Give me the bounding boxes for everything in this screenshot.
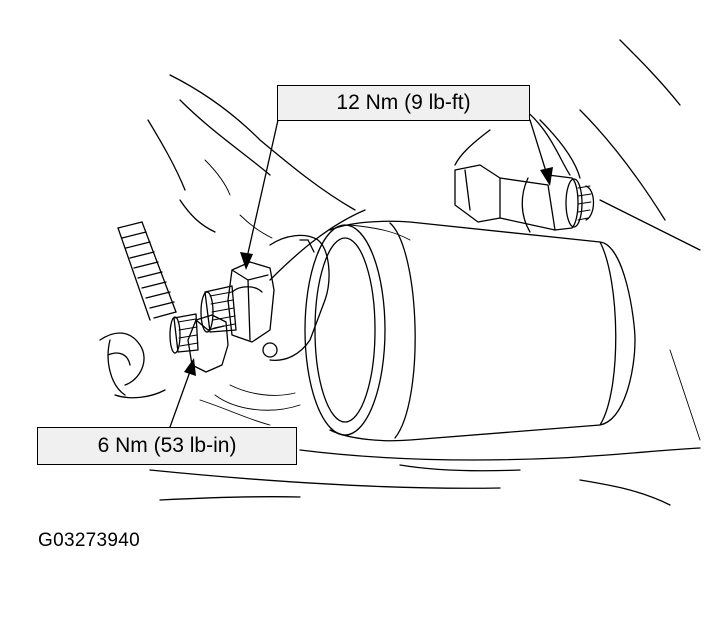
lower-terminal-nut — [169, 313, 229, 373]
arrow-head-connector — [540, 167, 553, 186]
arrow-head-lower-nut — [184, 358, 196, 376]
battery-cable-connector — [454, 164, 595, 233]
callout-arrows — [169, 119, 553, 428]
arrow-head-upper-nut — [240, 252, 253, 270]
figure-id-label: G03273940 — [38, 530, 141, 551]
starter-motor-body — [304, 220, 636, 442]
upper-terminal-nut — [200, 261, 275, 343]
solenoid-terminal — [214, 234, 330, 411]
background-engine-outline — [147, 39, 701, 506]
torque-callout-lower: 6 Nm (53 lb-in) — [37, 427, 297, 465]
torque-callout-upper: 12 Nm (9 lb-ft) — [277, 85, 530, 121]
cable-spring — [99, 221, 177, 399]
